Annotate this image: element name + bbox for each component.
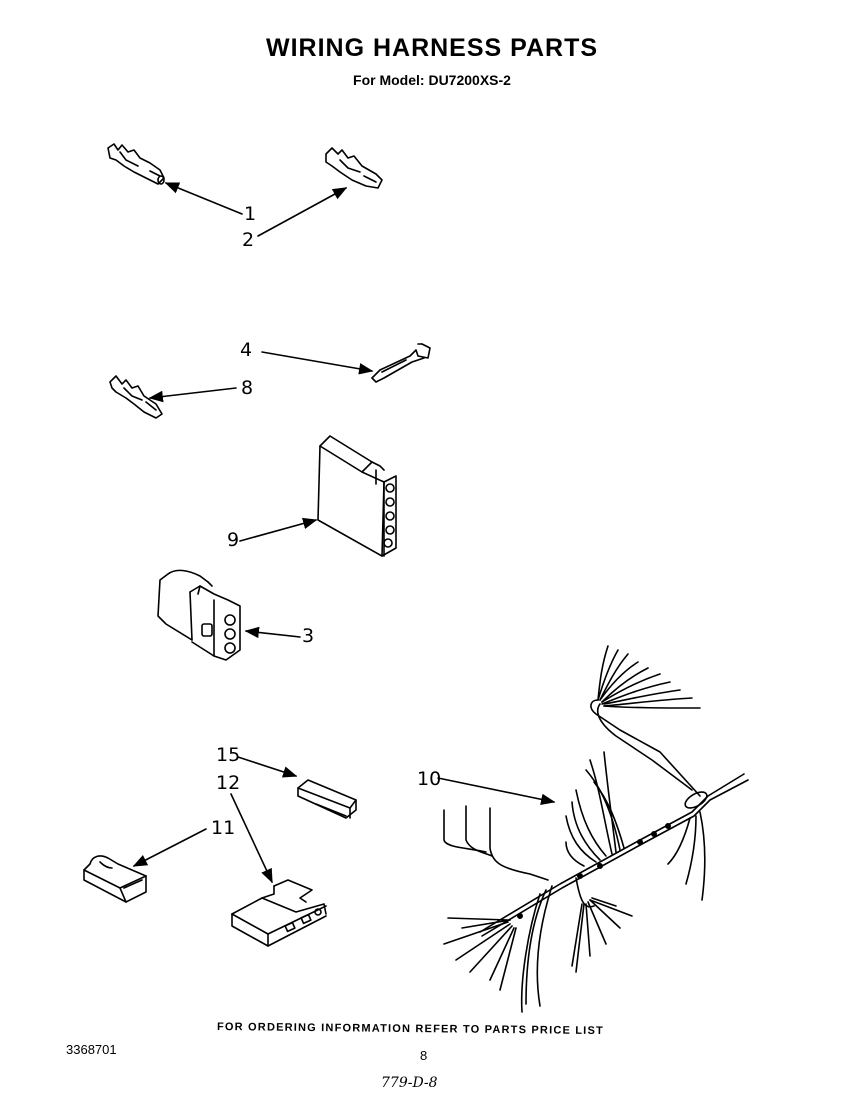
part-4-cable-tie: [372, 344, 430, 382]
callout-8: 8: [241, 377, 254, 399]
arrow-11: [132, 829, 206, 866]
model-subtitle: For Model: DU7200XS-2: [353, 72, 511, 88]
arrow-9: [240, 517, 318, 541]
arrow-15: [238, 757, 298, 778]
arrow-2: [258, 188, 348, 236]
part-11-splice: [84, 856, 146, 902]
callout-15: 15: [216, 744, 241, 766]
part-8-terminal: [110, 376, 162, 418]
callout-1: 1: [244, 203, 257, 225]
arrow-3: [244, 626, 300, 639]
callout-4: 4: [240, 339, 253, 361]
part-2-terminal: [326, 148, 382, 188]
part-3-plug-connector: [158, 570, 240, 660]
part-10-harness: [444, 646, 748, 1012]
callout-3: 3: [302, 625, 315, 647]
page-title: WIRING HARNESS PARTS: [265, 34, 599, 62]
page-number: 8: [420, 1048, 428, 1063]
arrow-10: [438, 778, 556, 806]
arrow-8: [148, 388, 236, 403]
callout-10: 10: [417, 768, 442, 790]
document-number: 3368701: [66, 1042, 117, 1057]
part-12-housing: [232, 880, 326, 946]
arrow-12: [231, 794, 272, 884]
part-9-connector-block: [318, 436, 396, 556]
callout-11: 11: [211, 817, 236, 839]
callout-12: 12: [216, 772, 241, 794]
callout-9: 9: [227, 529, 240, 551]
arrow-1: [164, 183, 242, 214]
part-1-terminal: [108, 144, 164, 184]
arrow-4: [262, 352, 374, 375]
part-15-block: [298, 780, 356, 818]
callout-2: 2: [242, 229, 255, 251]
handwritten-code: 779-D-8: [381, 1075, 438, 1091]
